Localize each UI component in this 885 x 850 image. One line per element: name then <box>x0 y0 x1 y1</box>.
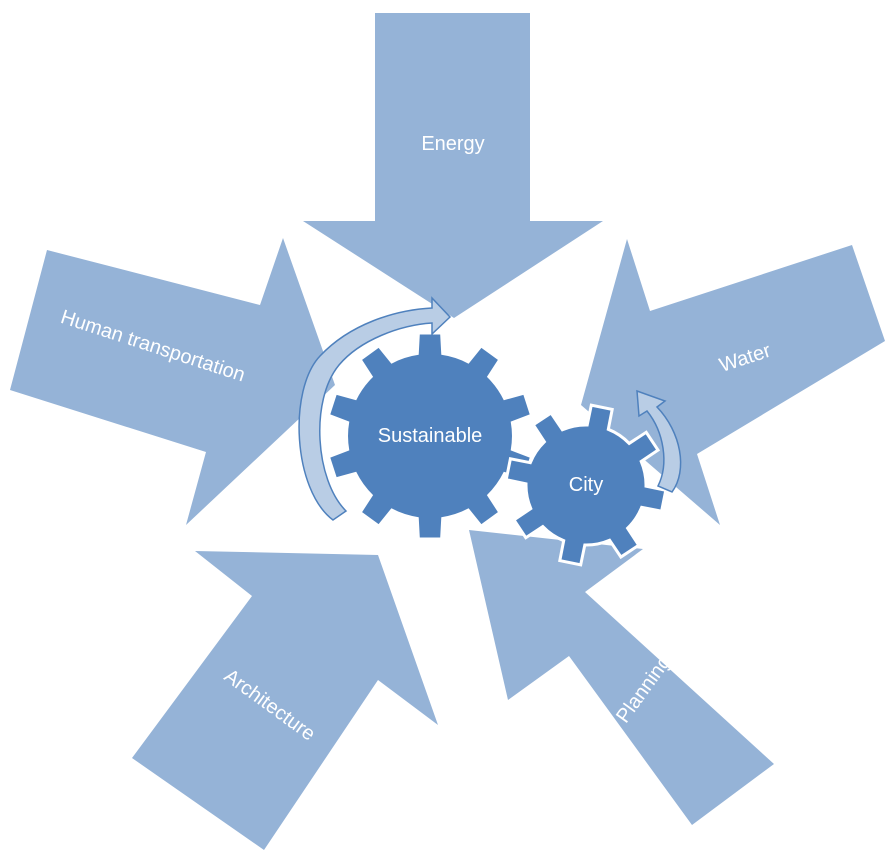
energy-arrow-label: Energy <box>421 133 484 155</box>
sustainable-cycle-arrow <box>298 296 452 521</box>
sustainable-gear-label: Sustainable <box>378 425 483 447</box>
water-arrow-shape <box>581 239 885 525</box>
city-gear-label: City <box>569 474 603 496</box>
water-arrow: Water <box>581 239 885 525</box>
city-planning-arrow: City Planning <box>469 530 774 825</box>
energy-arrow-shape <box>303 13 603 318</box>
architecture-arrow-shape <box>132 551 438 850</box>
architecture-arrow: Architecture <box>132 551 438 850</box>
sustainable-gear: Sustainable <box>330 334 530 538</box>
city-gear: City <box>504 403 668 567</box>
city-cycle-arrow <box>636 389 682 493</box>
city-planning-arrow-shape <box>469 530 774 825</box>
human-transportation-arrow: Human transportation <box>10 238 335 525</box>
sustainable-gear-shape <box>330 334 530 538</box>
city-gear-shape <box>504 403 668 567</box>
energy-arrow: Energy <box>303 13 603 318</box>
human-transportation-arrow-shape <box>10 238 335 525</box>
